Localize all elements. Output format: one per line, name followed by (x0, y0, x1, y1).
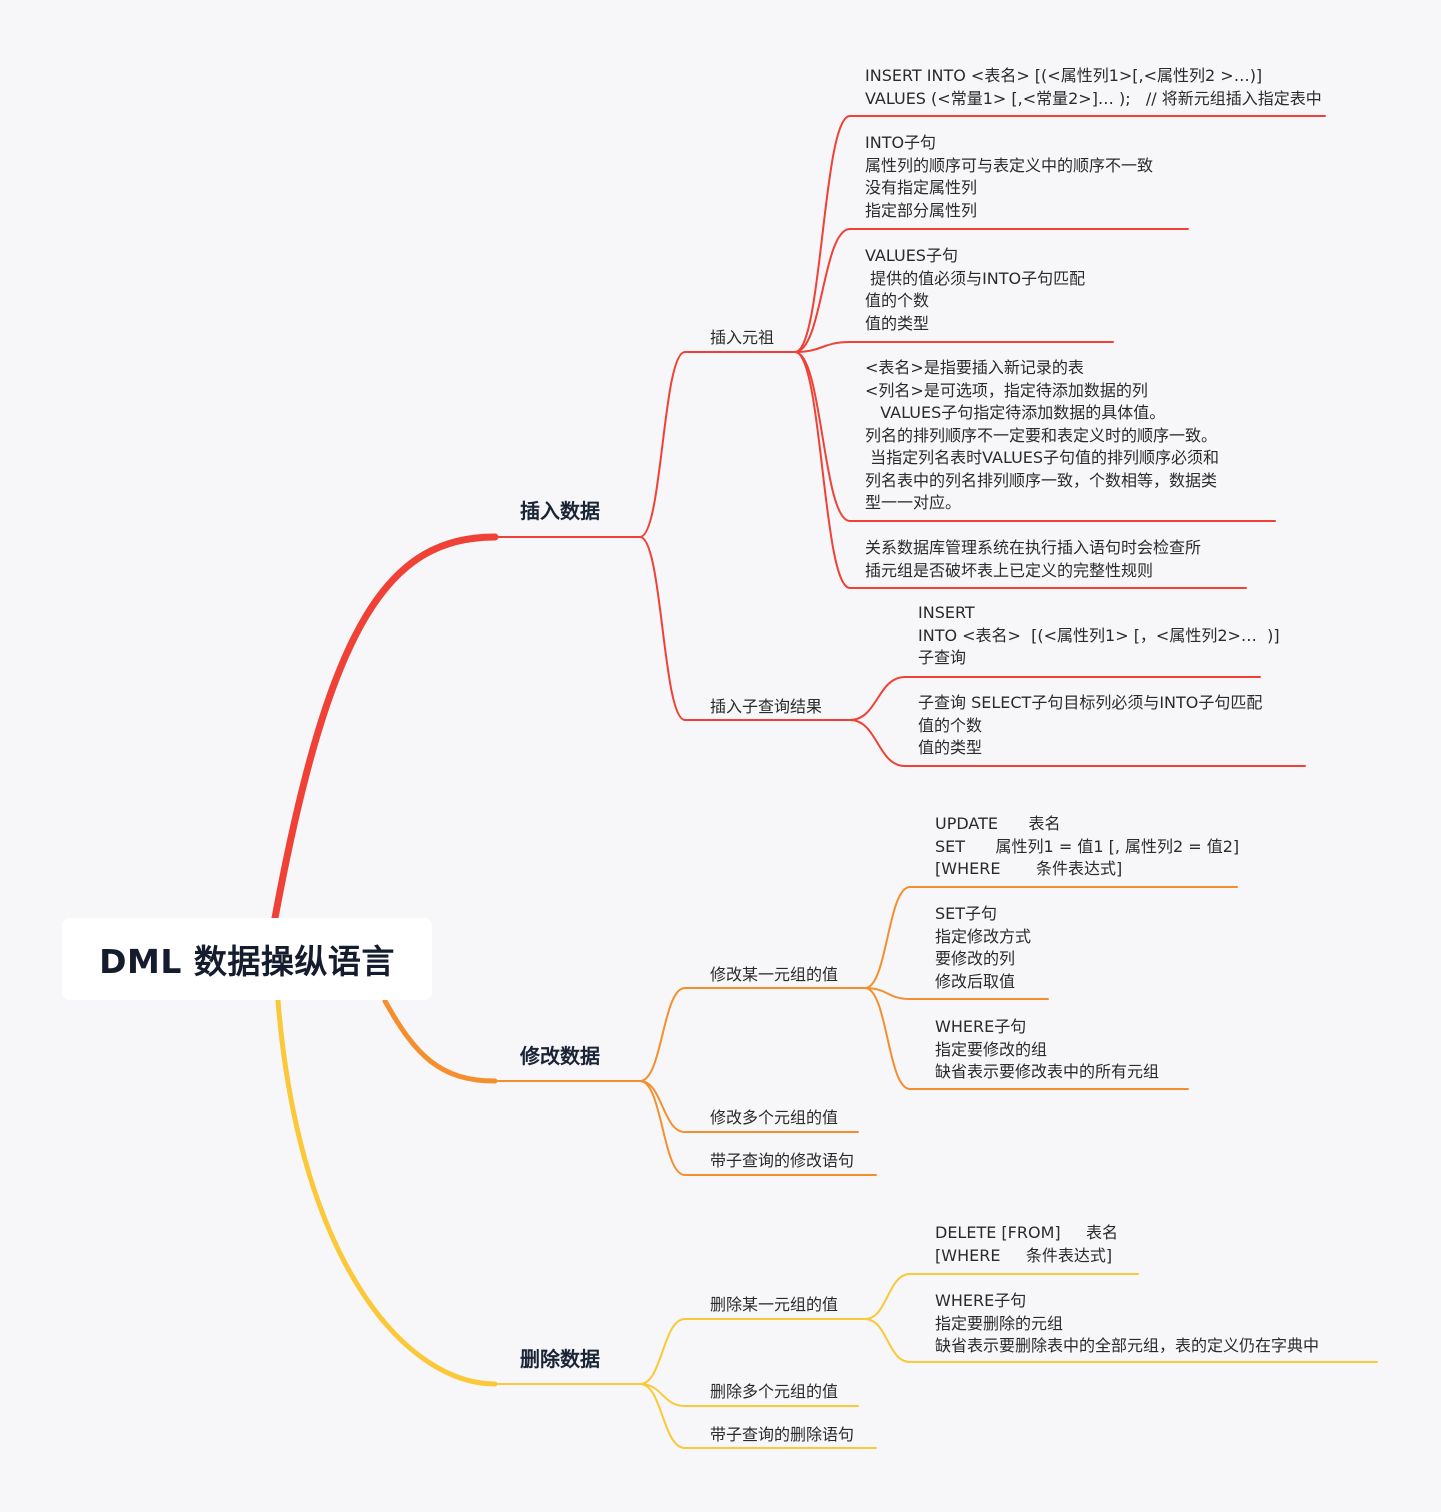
leaf-line: 指定要修改的组 (935, 1039, 1048, 1059)
leaf-line: VALUES (<常量1> [,<常量2>]… ); // 将新元组插入指定表中 (865, 88, 1322, 108)
leaf-line: [WHERE 条件表达式] (935, 859, 1123, 878)
node-insert-tuple[interactable]: 插入元祖 (710, 328, 775, 347)
leaf-subquery-select[interactable]: 子查询 SELECT子句目标列必须与INTO子句匹配 值的个数 值的类型 (918, 692, 1262, 760)
connector-root-delete (275, 998, 498, 1387)
leaf-delete-syntax[interactable]: DELETE [FROM] 表名 [WHERE 条件表达式] (935, 1222, 1118, 1267)
branch-insert-data[interactable]: 插入数据 (520, 499, 600, 523)
connector-delete-leaf (864, 1273, 911, 1320)
leaf-line: 值的个数 (918, 715, 983, 735)
leaf-line: 缺省表示要删除表中的全部元组，表的定义仍在字典中 (935, 1336, 1320, 1355)
node-update-subquery[interactable]: 带子查询的修改语句 (710, 1151, 855, 1170)
node-update-many[interactable]: 修改多个元组的值 (710, 1108, 839, 1127)
leaf-values-clause[interactable]: VALUES子句 提供的值必须与INTO子句匹配 值的个数 值的类型 (865, 245, 1085, 335)
branch-delete-data[interactable]: 删除数据 (520, 1347, 600, 1371)
node-delete-one[interactable]: 删除某一元组的值 (710, 1295, 839, 1314)
leaf-line: 子查询 (918, 648, 967, 667)
leaf-line: WHERE子句 (935, 1291, 1027, 1310)
leaf-line: 关系数据库管理系统在执行插入语句时会检查所 (865, 538, 1202, 557)
leaf-line: INTO子句 (865, 133, 937, 152)
leaf-line: INTO <表名> [(<属性列1> [，<属性列2>… )] (918, 625, 1280, 645)
connector-update-sub (639, 987, 686, 1082)
leaf-line: 没有指定属性列 (865, 178, 978, 197)
leaf-line: <列名>是可选项，指定待添加数据的列 (865, 380, 1148, 400)
connector-update-sub (639, 1080, 686, 1176)
connector-tuple-leaf (794, 351, 851, 589)
branch-update-data[interactable]: 修改数据 (520, 1044, 600, 1068)
leaf-line: 值的类型 (918, 738, 983, 757)
connector-tuple-leaf (794, 115, 851, 353)
leaf-line: 属性列的顺序可与表定义中的顺序不一致 (865, 155, 1154, 175)
leaf-line: 型一一对应。 (865, 493, 962, 512)
node-update-one[interactable]: 修改某一元组的值 (710, 965, 839, 984)
leaf-insert-subquery-syntax[interactable]: INSERT INTO <表名> [(<属性列1> [，<属性列2>… )] 子… (918, 602, 1280, 670)
leaf-line: <表名>是指要插入新记录的表 (865, 358, 1084, 377)
leaf-delete-where-clause[interactable]: WHERE子句 指定要删除的元组 缺省表示要删除表中的全部元组，表的定义仍在字典… (935, 1290, 1319, 1358)
leaf-into-clause[interactable]: INTO子句 属性列的顺序可与表定义中的顺序不一致 没有指定属性列 指定部分属性… (865, 132, 1153, 222)
leaf-line: 指定部分属性列 (865, 200, 978, 220)
leaf-line: 插元组是否破坏表上已定义的完整性规则 (865, 560, 1154, 580)
connector-subquery-leaf (849, 676, 906, 721)
node-insert-subquery[interactable]: 插入子查询结果 (710, 697, 823, 716)
connector-delete-leaf (864, 1318, 911, 1363)
node-delete-many[interactable]: 删除多个元组的值 (710, 1382, 839, 1401)
leaf-integrity-check[interactable]: 关系数据库管理系统在执行插入语句时会检查所 插元组是否破坏表上已定义的完整性规则 (865, 537, 1201, 582)
leaf-line: DELETE [FROM] 表名 (935, 1223, 1119, 1242)
leaf-line: 值的个数 (865, 291, 930, 310)
connector-tuple-leaf (794, 228, 851, 353)
leaf-line: 缺省表示要修改表中的所有元组 (935, 1062, 1160, 1081)
leaf-line: 指定要删除的元组 (935, 1313, 1064, 1333)
leaf-line: VALUES子句指定待添加数据的具体值。 (865, 403, 1166, 422)
connector-delete-sub (639, 1318, 686, 1385)
leaf-line: INSERT INTO <表名> [(<属性列1>[,<属性列2 >…)] (865, 66, 1263, 85)
leaf-line: 要修改的列 (935, 949, 1016, 968)
leaf-line: WHERE子句 (935, 1017, 1027, 1036)
leaf-line: VALUES子句 (865, 246, 958, 265)
node-delete-subquery[interactable]: 带子查询的删除语句 (710, 1425, 855, 1444)
connector-update-leaf (864, 987, 911, 1000)
leaf-line: 提供的值必须与INTO子句匹配 (865, 268, 1086, 288)
leaf-insert-syntax[interactable]: INSERT INTO <表名> [(<属性列1>[,<属性列2 >…)] VA… (865, 65, 1322, 110)
connector-tuple-leaf (794, 341, 851, 353)
leaf-line: 子查询 SELECT子句目标列必须与INTO子句匹配 (918, 693, 1263, 712)
leaf-line: SET子句 (935, 904, 998, 923)
leaf-line: 修改后取值 (935, 971, 1016, 991)
root-title: DML 数据操纵语言 (99, 942, 395, 981)
leaf-update-where-clause[interactable]: WHERE子句 指定要修改的组 缺省表示要修改表中的所有元组 (935, 1016, 1159, 1084)
leaf-line: 当指定列名表时VALUES子句值的排列顺序必须和 (865, 448, 1220, 467)
connector-delete-sub (639, 1383, 686, 1449)
connector-insert-subquery (639, 536, 686, 721)
connector-update-leaf (864, 987, 911, 1090)
connector-update-leaf (864, 886, 911, 989)
leaf-line: SET 属性列1 = 值1 [, 属性列2 = 值2] (935, 836, 1240, 856)
leaf-line: 值的类型 (865, 313, 930, 333)
leaf-line: 列名的排列顺序不一定要和表定义时的顺序一致。 (865, 425, 1218, 445)
connector-root-insert (271, 533, 499, 922)
connector-insert-tuple (639, 351, 686, 538)
leaf-line: 列名表中的列名排列顺序一致，个数相等，数据类 (865, 470, 1218, 490)
leaf-update-syntax[interactable]: UPDATE 表名 SET 属性列1 = 值1 [, 属性列2 = 值2] [W… (935, 813, 1239, 881)
connector-root-update (382, 998, 498, 1084)
root-node[interactable]: DML 数据操纵语言 (62, 918, 432, 1000)
connector-subquery-leaf (849, 719, 906, 767)
leaf-insert-notes[interactable]: <表名>是指要插入新记录的表 <列名>是可选项，指定待添加数据的列 VALUES… (865, 357, 1219, 515)
connector-tuple-leaf (794, 351, 851, 522)
leaf-line: [WHERE 条件表达式] (935, 1245, 1113, 1265)
leaf-line: INSERT (918, 603, 975, 622)
leaf-line: 指定修改方式 (935, 926, 1032, 946)
leaf-line: UPDATE 表名 (935, 814, 1061, 833)
leaf-set-clause[interactable]: SET子句 指定修改方式 要修改的列 修改后取值 (935, 903, 1031, 993)
